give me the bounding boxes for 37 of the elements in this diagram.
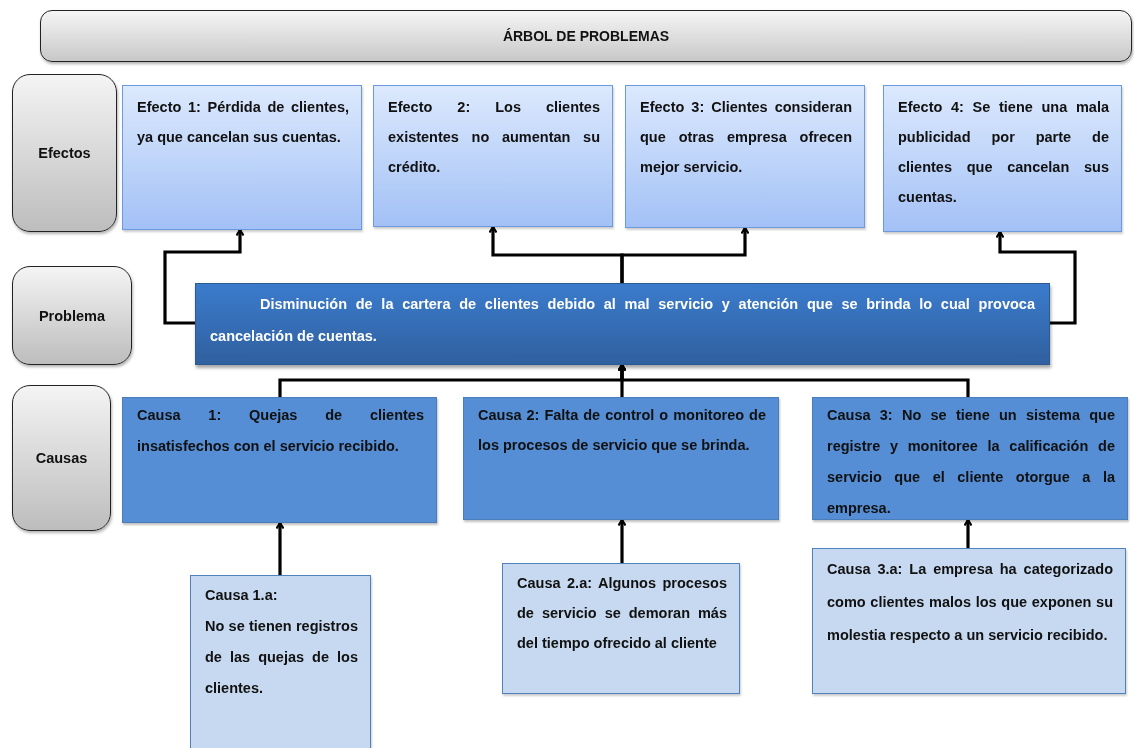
arrow bbox=[275, 521, 285, 575]
row-heading: Efectos bbox=[38, 144, 91, 163]
box-text: Efecto 3: Clientes consideran que otras empresa ofrecen mejor servicio. bbox=[640, 98, 852, 177]
cause-box bbox=[463, 397, 779, 520]
box-text: Causa 2: Falta de control o monitoreo de los procesos de servicio que se brinda. bbox=[478, 406, 766, 455]
effect-box bbox=[373, 85, 613, 227]
sub-cause-box bbox=[190, 575, 371, 748]
effect-box bbox=[883, 85, 1122, 232]
box-text: Efecto 2: Los clientes existentes no aumentan su crédito. bbox=[388, 98, 600, 177]
row-heading-box bbox=[12, 385, 111, 531]
box-text: Causa 1: Quejas de clientes insatisfechos con el servicio recibido. bbox=[137, 406, 424, 456]
sub-cause-box bbox=[502, 563, 740, 694]
arrow bbox=[963, 518, 973, 548]
effect-box bbox=[625, 85, 865, 228]
row-heading: Problema bbox=[38, 306, 106, 326]
title-banner: ÁRBOL DE PROBLEMAS bbox=[40, 10, 1132, 62]
box-text: Causa 2.a: Algunos procesos de servicio se demoran más del tiempo ofrecido al cliente bbox=[517, 574, 727, 653]
row-heading-box bbox=[12, 266, 132, 365]
box-text: Causa 3: No se tiene un sistema que registre y monitoree la calificación de servicio que el cliente otorgue a la empresa. bbox=[827, 406, 1115, 518]
box-text: Efecto 4: Se tiene una mala publicidad por parte de clientes que cancelan sus cuentas. bbox=[898, 98, 1109, 207]
box-text: Disminución de la cartera de clientes debido al mal servicio y atención que se brinda lo cual provoca cancelación de cuentas. bbox=[210, 295, 1035, 346]
cause-box bbox=[122, 397, 437, 523]
problem-box bbox=[195, 283, 1050, 365]
effect-box bbox=[122, 85, 362, 230]
arrow bbox=[620, 226, 750, 283]
arrow bbox=[163, 228, 245, 325]
arrow bbox=[617, 363, 970, 397]
row-heading: Causas bbox=[35, 449, 88, 468]
box-text: Causa 1.a: bbox=[205, 586, 279, 605]
box-text: Causa 3.a: La empresa ha categorizado como clientes malos los que exponen su molestia respecto a un servicio recibido. bbox=[827, 560, 1113, 645]
arrow bbox=[995, 230, 1077, 325]
box-text: No se tienen registros de las quejas de los clientes. bbox=[205, 617, 358, 698]
sub-cause-box bbox=[812, 548, 1126, 694]
row-heading-box bbox=[12, 74, 117, 232]
box-text: Efecto 1: Pérdida de clientes, ya que cancelan sus cuentas. bbox=[137, 98, 349, 147]
arrow bbox=[617, 518, 627, 563]
cause-box bbox=[812, 397, 1128, 520]
